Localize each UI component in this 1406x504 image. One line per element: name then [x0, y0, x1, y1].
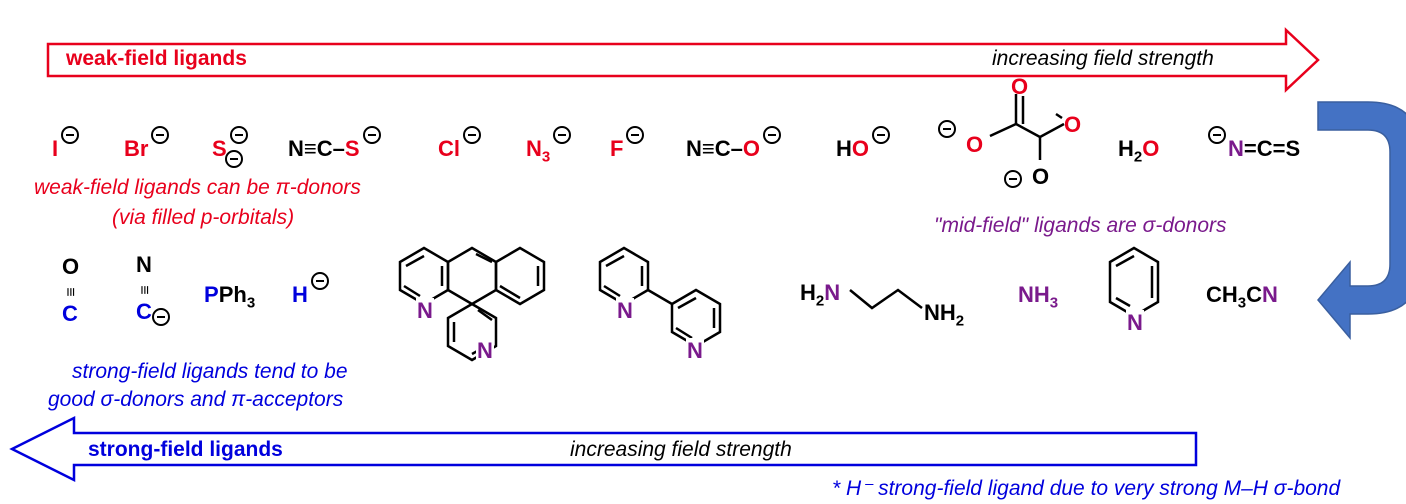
negative-charge-icon	[553, 126, 572, 144]
negative-charge-icon	[151, 126, 170, 144]
weak-field-arrow-label: weak-field ligands	[66, 47, 247, 70]
oxalate-structure	[989, 94, 1065, 160]
thiocyanate-n-ligand: N=C=S	[1208, 126, 1300, 162]
oxalate-oxygen-4: O	[1032, 164, 1050, 189]
bromide-ligand: Br	[124, 126, 170, 162]
en-amine-1: H2N	[800, 280, 841, 310]
bipy-nitrogen-2: N	[686, 338, 704, 364]
en-backbone	[849, 288, 923, 310]
triphenylphosphine-ligand: PPh3	[204, 282, 256, 312]
negative-charge-icon	[463, 126, 481, 144]
bottom-increasing-field-strength: increasing field strength	[570, 438, 792, 461]
curved-turn-arrow	[1317, 101, 1406, 341]
bipyridine-structure	[598, 246, 722, 348]
negative-charge-icon	[229, 126, 248, 144]
thiocyanate-s-ligand: N≡C–S	[288, 126, 381, 162]
oxalate-oxygen-1: O	[966, 132, 984, 157]
negative-charge-icon	[872, 126, 891, 144]
hydroxide-ligand: HO	[836, 126, 891, 162]
negative-charge-icon	[310, 272, 329, 290]
negative-charge-icon	[362, 126, 381, 144]
negative-charge-icon	[152, 308, 170, 326]
strong-field-note-line1: strong-field ligands tend to be	[72, 360, 348, 383]
ammonia-ligand: NH3	[1018, 282, 1059, 312]
hydride-ligand: H	[292, 272, 329, 308]
negative-charge-icon	[938, 120, 956, 138]
iodide-ligand: I	[52, 126, 80, 162]
strong-field-note-line2: good σ-donors and π-acceptors	[48, 388, 344, 411]
negative-charge-icon	[61, 126, 80, 144]
cyanide-ligand: N ≡ C	[136, 254, 170, 326]
mid-field-note: "mid-field" ligands are σ-donors	[934, 214, 1227, 237]
azide-ligand: N3	[526, 126, 572, 165]
negative-charge-icon	[626, 126, 645, 144]
pyridine-structure	[1108, 246, 1160, 318]
top-increasing-field-strength: increasing field strength	[992, 47, 1214, 70]
weak-field-arrow	[46, 27, 1320, 93]
weak-field-note-line1: weak-field ligands can be π-donors	[34, 176, 361, 199]
weak-field-note-line2: (via filled p-orbitals)	[112, 206, 295, 229]
pyridine-nitrogen: N	[1126, 310, 1144, 336]
hydride-footnote: * H⁻ strong-field ligand due to very str…	[832, 477, 1341, 500]
negative-charge-icon	[1208, 126, 1226, 144]
en-amine-2: NH2	[924, 300, 965, 330]
cyanate-ligand: N≡C–O	[686, 126, 781, 162]
oxalate-oxygen-3: O	[1064, 112, 1082, 137]
negative-charge-icon	[225, 150, 243, 168]
negative-charge-icon	[763, 126, 781, 144]
strong-field-arrow	[9, 415, 1198, 483]
oxalate-oxygen-2: O	[1011, 74, 1029, 99]
strong-field-arrow-label: strong-field ligands	[88, 438, 283, 461]
carbonyl-ligand: O ≡ C	[62, 254, 80, 326]
acetonitrile-ligand: CH3CN	[1206, 282, 1278, 312]
fluoride-ligand: F	[610, 126, 645, 162]
phen-nitrogen-1: N	[416, 298, 434, 324]
phen-nitrogen-2: N	[476, 338, 494, 364]
chloride-ligand: Cl	[438, 126, 481, 162]
negative-charge-icon	[1004, 170, 1022, 188]
water-ligand: H2O	[1118, 136, 1160, 166]
bipy-nitrogen-1: N	[616, 298, 634, 324]
sulfide-ligand: S	[212, 126, 248, 168]
